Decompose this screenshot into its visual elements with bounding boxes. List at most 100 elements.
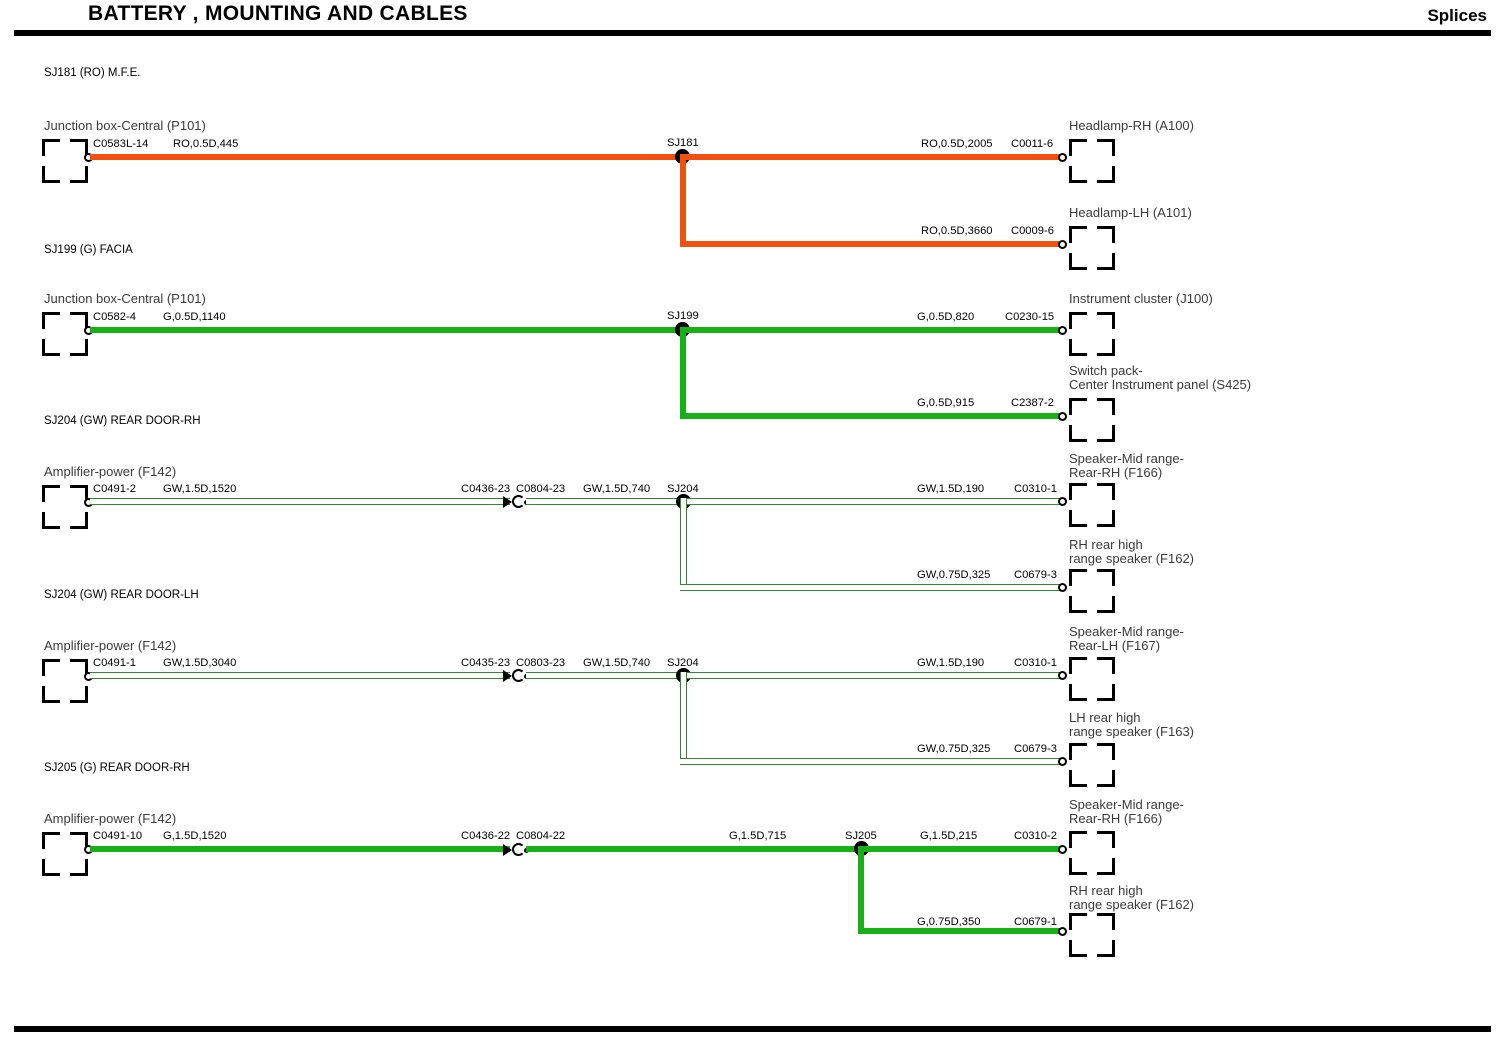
- splice-label-sj205: SJ205: [845, 830, 877, 842]
- connector-shell-branch1: [1069, 139, 1115, 183]
- wire-g-main-left: [90, 846, 510, 852]
- connector-id-source: C0491-10: [93, 830, 143, 842]
- group-label-sj199: SJ199 (G) FACIA: [44, 244, 133, 256]
- wire-gw-main-left: [90, 498, 510, 505]
- connector-shell-source: [42, 659, 88, 703]
- wire-spec-branch2: G,0.75D,350: [917, 916, 981, 928]
- wire-g-branch2-vertical: [680, 327, 686, 419]
- connector-shell-source: [42, 832, 88, 876]
- device-label-branch2: Switch pack- Center Instrument panel (S4…: [1069, 363, 1252, 392]
- terminal-branch1: [1058, 326, 1067, 335]
- device-label-branch1: Speaker-Mid range- Rear-RH (F166): [1069, 797, 1184, 826]
- device-label-branch2: LH rear high range speaker (F163): [1069, 710, 1195, 739]
- wire-g-branch1: [858, 846, 1062, 852]
- connector-shell-branch1: [1069, 831, 1115, 875]
- connector-id-branch2: C0679-3: [1014, 743, 1057, 755]
- wire-spec-source: G,0.5D,1140: [163, 311, 226, 323]
- connector-id-source: C0491-2: [93, 483, 136, 495]
- splice-label-sj181: SJ181: [667, 137, 699, 149]
- device-label-branch1: Instrument cluster (J100): [1069, 291, 1213, 306]
- device-label-branch1: Speaker-Mid range- Rear-LH (F167): [1069, 624, 1184, 653]
- wire-spec-branch2: GW,0.75D,325: [917, 743, 991, 755]
- inline-connector-left-id: C0436-22: [461, 830, 511, 842]
- connector-shell-branch1: [1069, 312, 1115, 356]
- connector-id-branch2: C0679-3: [1014, 569, 1057, 581]
- terminal-branch1: [1058, 497, 1067, 506]
- connector-shell-source: [42, 139, 88, 183]
- group-label-sj205: SJ205 (G) REAR DOOR-RH: [44, 762, 190, 774]
- device-label-source: Amplifier-power (F142): [44, 638, 177, 653]
- connector-id-source: C0582-4: [93, 311, 136, 323]
- connector-id-branch2: C0679-1: [1014, 916, 1057, 928]
- device-label-branch1: Headlamp-RH (A100): [1069, 118, 1194, 133]
- wire-spec-branch1: GW,1.5D,190: [917, 657, 985, 669]
- device-label-branch2: Headlamp-LH (A101): [1069, 205, 1192, 220]
- terminal-branch2: [1058, 412, 1067, 421]
- connector-id-branch1: C0310-2: [1014, 830, 1057, 842]
- device-label-source: Amplifier-power (F142): [44, 464, 177, 479]
- wire-g-main-right: [526, 846, 858, 852]
- wire-spec-source: GW,1.5D,1520: [163, 483, 237, 495]
- connector-id-branch1: C0310-1: [1014, 657, 1057, 669]
- connector-id-branch1: C0310-1: [1014, 483, 1057, 495]
- wire-spec-source: GW,1.5D,3040: [163, 657, 237, 669]
- connector-shell-branch1: [1069, 657, 1115, 701]
- splice-label-sj204: SJ204: [667, 657, 699, 669]
- device-label-source: Amplifier-power (F142): [44, 811, 177, 826]
- connector-shell-branch2: [1069, 569, 1115, 613]
- header-rule: [14, 30, 1491, 36]
- connector-id-branch1: C0011-6: [1011, 138, 1054, 150]
- wire-gw-branch1: [680, 498, 1062, 505]
- wire-spec-source: G,1.5D,1520: [163, 830, 227, 842]
- wire-spec-mid: GW,1.5D,740: [583, 483, 651, 495]
- wire-g-branch2-horizontal: [858, 928, 1062, 934]
- wire-spec-mid: GW,1.5D,740: [583, 657, 651, 669]
- terminal-branch1: [1058, 153, 1067, 162]
- wire-g-branch2-vertical: [858, 846, 864, 934]
- inline-connector-left-id: C0436-23: [461, 483, 511, 495]
- terminal-branch2: [1058, 240, 1067, 249]
- wire-ro-branch1: [680, 154, 1062, 160]
- wire-spec-mid: G,1.5D,715: [729, 830, 787, 842]
- connector-shell-source: [42, 485, 88, 529]
- device-label-source: Junction box-Central (P101): [44, 291, 206, 306]
- page-section-label: Splices: [1427, 6, 1487, 25]
- wire-spec-branch2: GW,0.75D,325: [917, 569, 991, 581]
- connector-id-branch1: C0230-15: [1005, 311, 1055, 323]
- device-label-source: Junction box-Central (P101): [44, 118, 206, 133]
- wire-g-branch2-horizontal: [680, 413, 1062, 419]
- inline-connector-right-id: C0803-23: [516, 657, 566, 669]
- group-label-sj181: SJ181 (RO) M.F.E.: [44, 67, 141, 79]
- terminal-branch2: [1058, 583, 1067, 592]
- wire-gw-branch2-horizontal: [680, 584, 1062, 591]
- connector-shell-source: [42, 312, 88, 356]
- page-title: BATTERY , MOUNTING AND CABLES: [88, 2, 468, 25]
- connector-shell-branch2: [1069, 913, 1115, 957]
- wire-spec-branch1: G,1.5D,215: [920, 830, 978, 842]
- wire-spec-branch2: G,0.5D,915: [917, 397, 975, 409]
- terminal-branch1: [1058, 845, 1067, 854]
- connector-id-branch2: C2387-2: [1011, 397, 1054, 409]
- connector-shell-branch2: [1069, 743, 1115, 787]
- terminal-branch1: [1058, 671, 1067, 680]
- wire-gw-branch2-horizontal: [680, 758, 1062, 765]
- wire-ro-main: [90, 154, 680, 160]
- wire-g-main: [90, 327, 680, 333]
- device-label-branch1: Speaker-Mid range- Rear-RH (F166): [1069, 451, 1184, 480]
- group-label-sj204-rh: SJ204 (GW) REAR DOOR-RH: [44, 415, 201, 427]
- wire-gw-main-right: [526, 498, 680, 505]
- wire-gw-main-left: [90, 672, 510, 679]
- footer-rule: [14, 1026, 1491, 1032]
- connector-id-source: C0491-1: [93, 657, 136, 669]
- inline-connector-right-id: C0804-23: [516, 483, 566, 495]
- terminal-branch2: [1058, 927, 1067, 936]
- device-label-branch2: RH rear high range speaker (F162): [1069, 537, 1195, 566]
- connector-id-branch2: C0009-6: [1011, 225, 1054, 237]
- wire-spec-source: RO,0.5D,445: [173, 138, 239, 150]
- wire-gw-branch2-vertical: [680, 498, 687, 590]
- wire-gw-main-right: [526, 672, 680, 679]
- group-label-sj204-lh: SJ204 (GW) REAR DOOR-LH: [44, 589, 199, 601]
- device-label-branch2: RH rear high range speaker (F162): [1069, 883, 1195, 912]
- inline-connector-right-id: C0804-22: [516, 830, 566, 842]
